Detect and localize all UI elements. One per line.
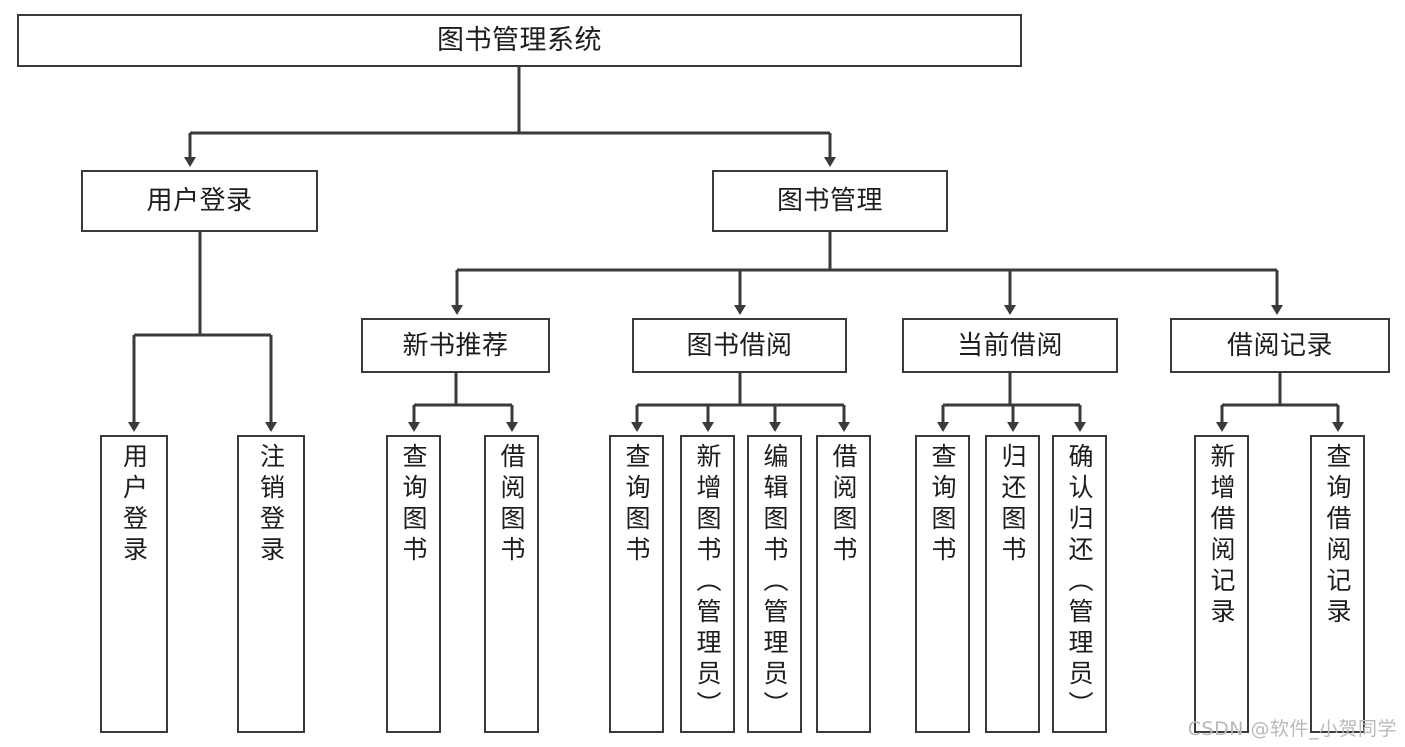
leaf-add-book-admin[interactable]: 新增图书（管理员） (680, 435, 735, 733)
leaf-query-book-recommend[interactable]: 查询图书 (386, 435, 441, 733)
leaf-edit-book-admin-label: 编辑图书（管理员） (760, 443, 789, 722)
leaf-borrow-book-recommend-label: 借阅图书 (497, 443, 526, 567)
node-borrow-record-label: 借阅记录 (1226, 330, 1333, 361)
node-current-borrow[interactable]: 当前借阅 (902, 318, 1118, 373)
leaf-user-login[interactable]: 用户登录 (100, 435, 168, 733)
leaf-add-borrow-record[interactable]: 新增借阅记录 (1194, 435, 1249, 733)
leaf-query-book-current[interactable]: 查询图书 (915, 435, 970, 733)
leaf-query-book-recommend-label: 查询图书 (399, 443, 428, 567)
node-book-borrow[interactable]: 图书借阅 (632, 318, 847, 373)
node-root[interactable]: 图书管理系统 (17, 14, 1022, 67)
watermark: CSDN @软件_小贺同学 (1187, 718, 1397, 740)
node-user-login[interactable]: 用户登录 (81, 170, 318, 232)
node-book-management[interactable]: 图书管理 (712, 170, 948, 232)
node-book-management-label: 图书管理 (776, 186, 883, 216)
leaf-borrow-book-label: 借阅图书 (829, 443, 858, 567)
leaf-borrow-book[interactable]: 借阅图书 (816, 435, 871, 733)
leaf-confirm-return-admin-label: 确认归还（管理员） (1065, 443, 1094, 722)
node-current-borrow-label: 当前借阅 (956, 330, 1063, 361)
leaf-query-borrow-record[interactable]: 查询借阅记录 (1310, 435, 1365, 733)
node-new-book-recommend-label: 新书推荐 (402, 330, 509, 361)
leaf-query-book-borrow-label: 查询图书 (622, 443, 651, 567)
node-root-label: 图书管理系统 (437, 25, 602, 56)
leaf-borrow-book-recommend[interactable]: 借阅图书 (484, 435, 539, 733)
node-borrow-record[interactable]: 借阅记录 (1170, 318, 1390, 373)
leaf-query-book-borrow[interactable]: 查询图书 (609, 435, 664, 733)
leaf-confirm-return-admin[interactable]: 确认归还（管理员） (1052, 435, 1107, 733)
leaf-query-borrow-record-label: 查询借阅记录 (1323, 443, 1352, 629)
leaf-add-book-admin-label: 新增图书（管理员） (693, 443, 722, 722)
node-new-book-recommend[interactable]: 新书推荐 (361, 318, 550, 373)
leaf-return-book-label: 归还图书 (998, 443, 1027, 567)
leaf-user-logout[interactable]: 注销登录 (237, 435, 305, 733)
leaf-edit-book-admin[interactable]: 编辑图书（管理员） (747, 435, 802, 733)
leaf-query-book-current-label: 查询图书 (928, 443, 957, 567)
node-user-login-label: 用户登录 (146, 186, 253, 216)
leaf-add-borrow-record-label: 新增借阅记录 (1207, 443, 1236, 629)
leaf-return-book[interactable]: 归还图书 (985, 435, 1040, 733)
leaf-user-login-label: 用户登录 (119, 443, 149, 567)
node-book-borrow-label: 图书借阅 (686, 330, 793, 361)
leaf-user-logout-label: 注销登录 (256, 443, 286, 567)
